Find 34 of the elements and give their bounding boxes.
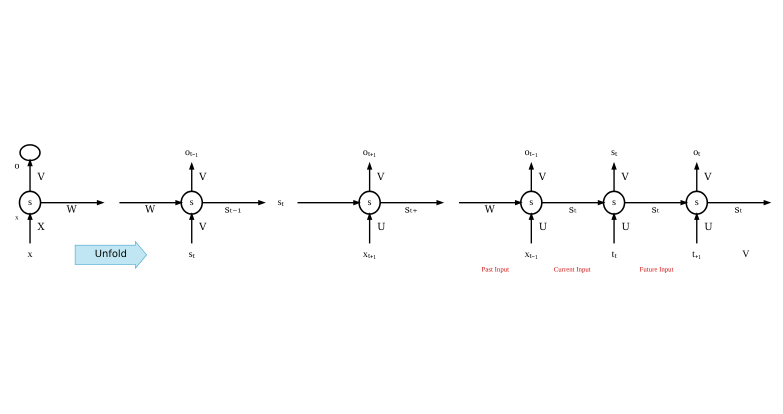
node-text: sₜ [278,196,284,208]
node-text: tₜ [612,248,616,260]
node-label: o [14,160,20,171]
edge-label: V [37,171,45,182]
node-text: xₜ₋₁ [524,248,538,260]
node-text: oₜ₊₁ [362,146,376,158]
edge-label: sₜ [568,204,576,216]
edge-label: V [199,222,206,233]
edge-label: V [377,171,384,182]
edge-label: sₜ [734,204,742,216]
node-text: x [28,248,33,260]
node-text: oₜ₋₁ [185,146,198,158]
node-text: t₊₁ [692,248,702,260]
edge-label: V [704,171,712,182]
edge-label: U [377,222,386,233]
node-text: xₜ₊₁ [362,248,376,260]
node-text: sₜ [188,248,195,260]
edge-label: U [704,222,713,233]
edge-label: W [484,204,495,216]
node-text: oₜ₋₁ [524,146,538,158]
edge-label: sₜ₋₁ [224,204,242,216]
edge-label: X [37,222,45,233]
node-text: sₜ [611,146,617,158]
edge-label: U [622,222,630,233]
label: V [742,248,750,260]
edge-label: W [66,204,77,216]
edge-label: V [622,171,629,182]
edge-label: V [538,171,546,182]
edge-label: U [538,222,548,233]
edge-label: V [199,171,206,182]
node-text: oₜ [693,146,700,158]
edge-label: sₜ [652,204,660,216]
edge-label: sₜ₊ [404,204,418,216]
edge-label: W [145,204,156,216]
